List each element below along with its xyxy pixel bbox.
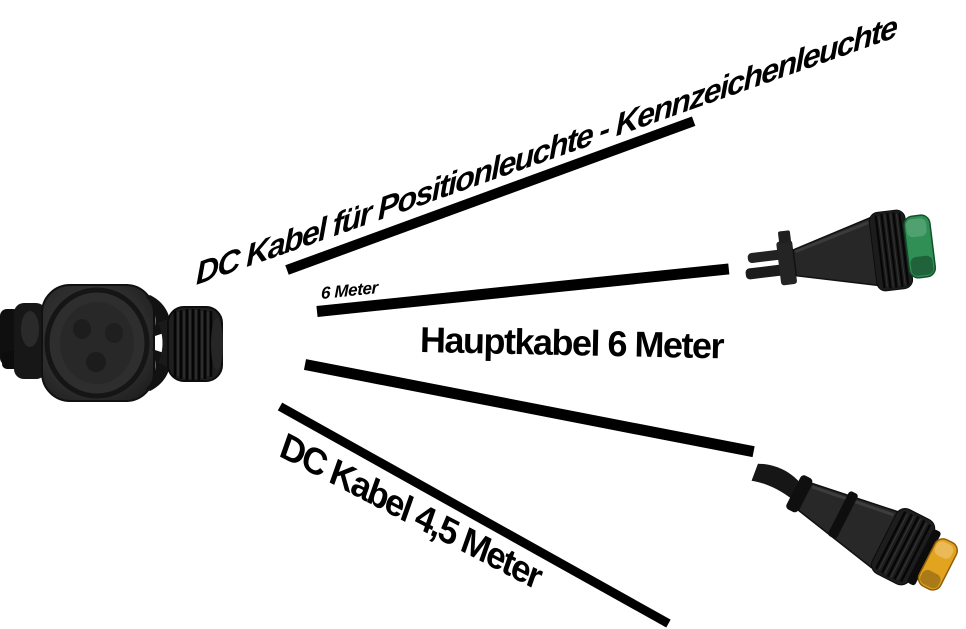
green-end-cap <box>903 214 937 279</box>
yellow-cap-connector-image <box>751 463 958 591</box>
plug-body <box>41 284 155 402</box>
yellow-connector-knurled-ring <box>871 508 941 586</box>
cable-line-six-meter <box>316 263 730 317</box>
plug-knurled-nut <box>167 306 223 382</box>
yellow-end-cap <box>917 538 958 591</box>
green-connector-body <box>792 216 881 287</box>
plug-cable-entry <box>0 303 46 379</box>
bottom-cable-label: DC Kabel 4,5 Meter <box>275 424 547 598</box>
trailer-plug-connector-image <box>0 284 223 402</box>
yellow-connector-body <box>797 482 901 569</box>
main-cable-label: Hauptkabel 6 Meter <box>419 319 724 367</box>
six-meter-label: 6 Meter <box>321 278 378 303</box>
cable-line-bottom <box>277 402 671 628</box>
green-connector-pins <box>745 230 797 286</box>
green-connector-knurled-ring <box>868 209 914 292</box>
yellow-connector-cable-stub <box>751 463 813 513</box>
cable-line-position-light <box>285 116 696 275</box>
cable-line-main <box>303 359 755 458</box>
green-cap-connector-image <box>745 209 937 292</box>
